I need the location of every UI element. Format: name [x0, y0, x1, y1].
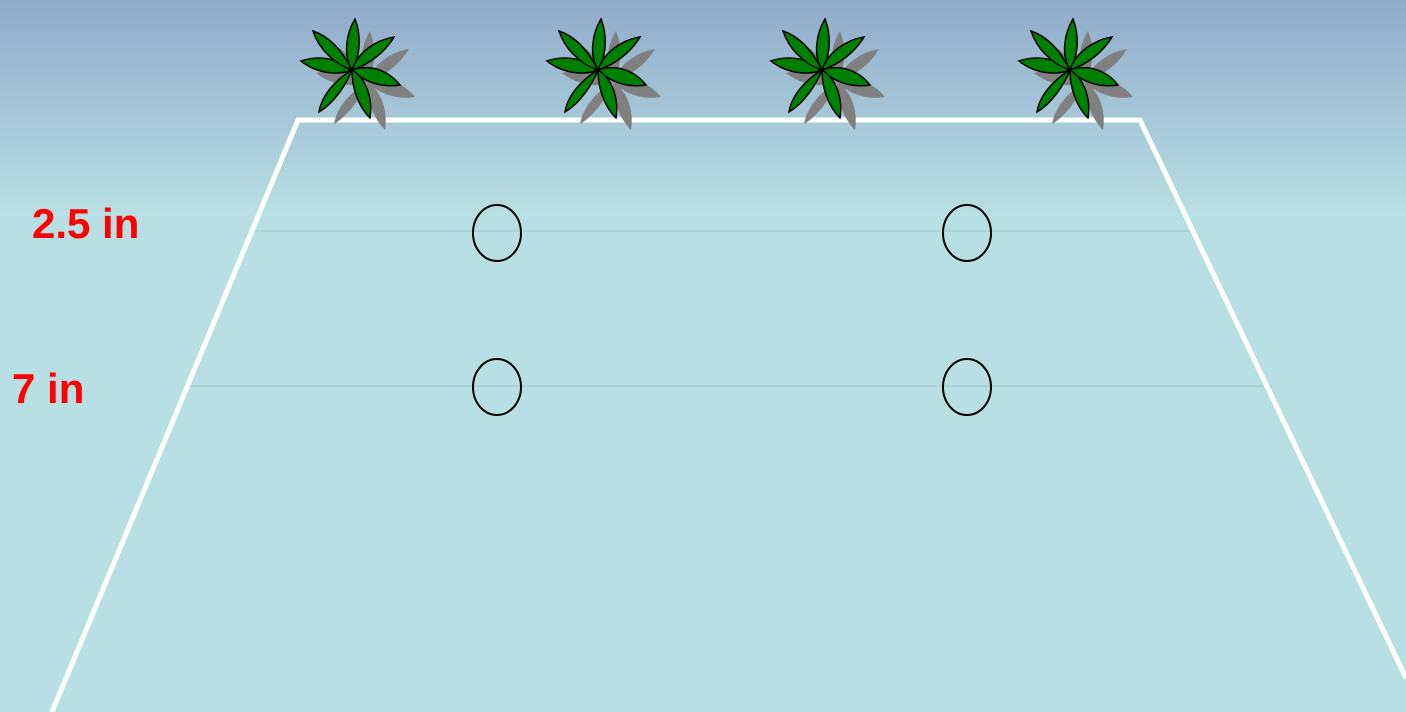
depth-label-2-5-in: 2.5 in — [32, 203, 139, 245]
depth-label-7-in: 7 in — [12, 368, 84, 410]
